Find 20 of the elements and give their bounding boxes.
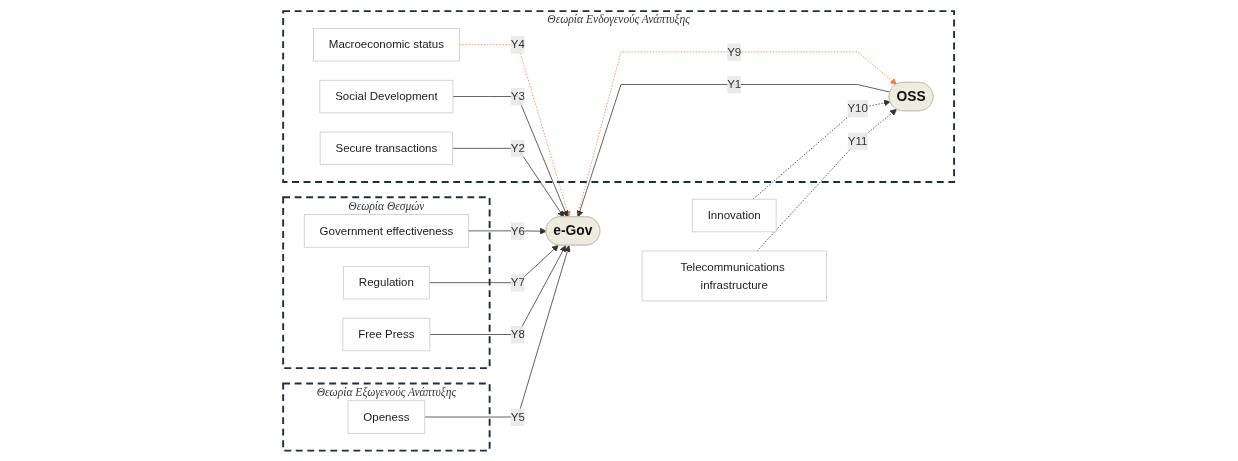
node-box: Openess — [347, 399, 426, 434]
node-box: Telecommunications infrastructure — [642, 250, 828, 301]
node-box: Innovation — [692, 198, 777, 232]
edge-label: Y3 — [511, 89, 526, 103]
node-box: Government effectiveness — [304, 213, 470, 248]
edge-label: Y6 — [511, 223, 526, 237]
edge-label: Y8 — [511, 327, 526, 341]
edge-label: Y1 — [727, 77, 742, 91]
node-box: Regulation — [343, 265, 431, 299]
node-box: Social Development — [319, 79, 454, 113]
edge-label: Y10 — [847, 101, 869, 115]
node-box: Secure transactions — [320, 131, 454, 165]
edge-label: Y9 — [727, 44, 742, 58]
edge-label: Y2 — [511, 140, 526, 154]
edge-label: Y7 — [511, 275, 526, 289]
node-box: Macroeconomic status — [313, 27, 461, 62]
edge-label: Y4 — [511, 37, 526, 51]
edge-label: Y11 — [848, 133, 868, 147]
edge-label: Y5 — [511, 409, 526, 423]
node-box: Free Press — [342, 317, 431, 351]
